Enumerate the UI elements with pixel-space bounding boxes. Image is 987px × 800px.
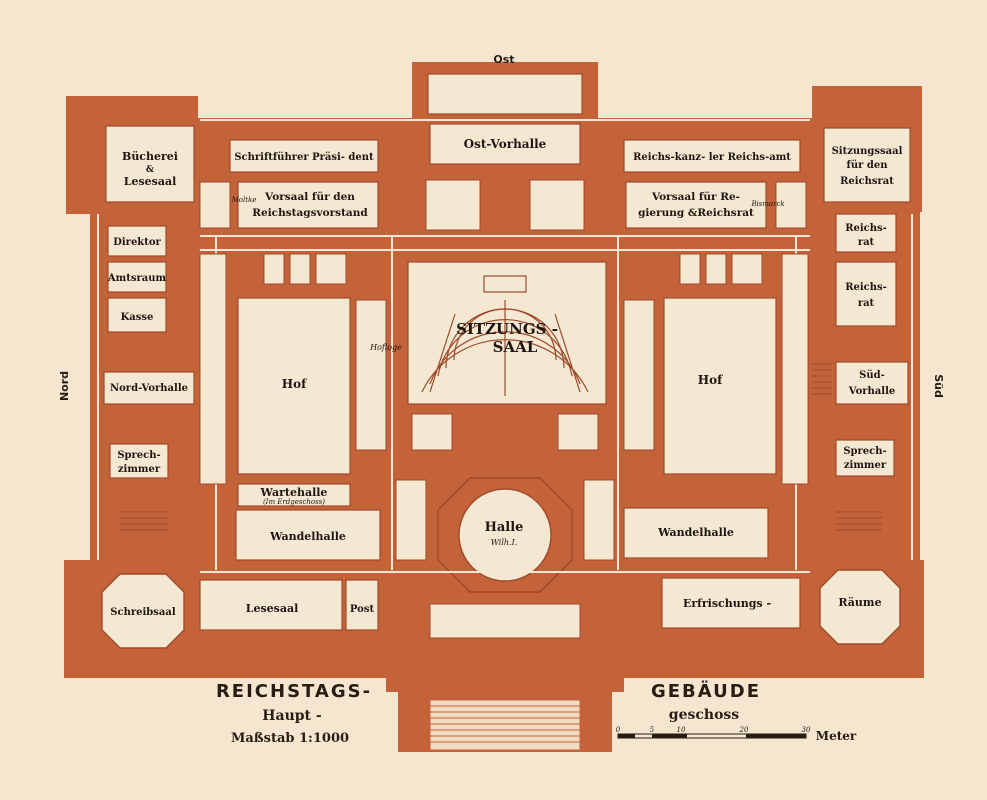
small-cells <box>199 179 809 639</box>
room-erfrischungs <box>661 577 801 629</box>
label-reichsrat-big-1: Reichs- <box>845 282 887 293</box>
scale-tick-5: 5 <box>650 726 655 734</box>
room-halle <box>458 488 552 582</box>
label-buecherei-3: Lesesaal <box>124 175 177 188</box>
octagons <box>101 477 901 649</box>
label-sitzungssaal-rr-1: Sitzungssaal <box>832 146 903 157</box>
scale-ratio: Maßstab 1:1000 <box>231 731 349 746</box>
west-steps <box>429 699 581 751</box>
room-wandelhalle-right <box>623 507 769 559</box>
label-schriftfuehrer: Schriftführer Präsi- dent <box>234 152 374 163</box>
label-moltke: Moltke <box>231 196 257 204</box>
label-reichskanzler: Reichs-kanz- ler Reichs-amt <box>633 152 791 163</box>
label-buecherei-1: Bücherei <box>122 150 178 163</box>
room-sued-vorhalle <box>835 361 909 405</box>
room-labels: Bücherei & Lesesaal Schriftführer Präsi-… <box>107 137 903 618</box>
label-halle-2: Wilh.I. <box>491 538 518 547</box>
scale-tick-0: 0 <box>616 726 621 734</box>
room-raeume <box>819 569 901 645</box>
label-sitzungssaal-rr-2: für den <box>847 160 889 171</box>
subtitle-right: geschoss <box>669 707 740 723</box>
label-nord-vorhalle: Nord-Vorhalle <box>110 383 188 394</box>
label-reichsrat-big-2: rat <box>858 298 875 309</box>
label-east: Ost <box>493 53 514 66</box>
room-schriftfuehrer <box>229 139 379 173</box>
label-post: Post <box>350 604 375 615</box>
label-reichsrat-small-2: rat <box>858 237 875 248</box>
room-direktor <box>107 225 167 257</box>
label-buecherei-2: & <box>146 165 154 175</box>
scale-tick-20: 20 <box>739 726 749 734</box>
label-hof-left: Hof <box>282 377 307 391</box>
label-sprech-right-1: Sprech- <box>843 446 886 457</box>
room-wartehalle <box>237 483 351 507</box>
room-ost-vorhalle <box>429 123 581 165</box>
room-buecherei <box>105 125 195 203</box>
title-left: REICHSTAGS- <box>216 681 372 702</box>
room-reichsrat-big <box>835 261 897 327</box>
label-schreibsaal: Schreibsaal <box>110 607 176 618</box>
label-vorsaal-right-1: Vorsaal für Re- <box>651 191 740 203</box>
label-hof-right: Hof <box>698 373 723 387</box>
label-north: Nord <box>58 371 71 401</box>
scale-bar: 0 5 10 20 30 Meter <box>616 726 857 743</box>
label-raeume: Räume <box>838 596 881 609</box>
room-nord-vorhalle <box>103 371 195 405</box>
room-lesesaal <box>199 579 343 631</box>
plenary-seating <box>421 275 589 396</box>
label-kasse: Kasse <box>121 312 154 323</box>
label-direktor: Direktor <box>113 237 161 248</box>
label-sitzungssaal-rr-3: Reichsrat <box>840 176 894 187</box>
room-schreibsaal <box>101 573 185 649</box>
room-reichsrat-small <box>835 213 897 253</box>
label-sitzungs-saal-2: SAAL <box>493 338 538 356</box>
court-right <box>663 297 777 475</box>
label-vorsaal-right-2: gierung &Reichsrat <box>638 207 754 219</box>
room-reichskanzler <box>623 139 801 173</box>
rooms <box>103 73 911 631</box>
label-sued-vorhalle-2: Vorhalle <box>848 386 896 397</box>
room-plenary <box>407 261 607 405</box>
label-reichsrat-small-1: Reichs- <box>845 223 887 234</box>
label-bismarck: Bismarck <box>750 200 784 208</box>
label-ost-vorhalle: Ost-Vorhalle <box>464 137 547 151</box>
title-right: GEBÄUDE <box>651 680 761 702</box>
room-vorsaal-right <box>625 181 767 229</box>
room-sprechzimmer-right <box>835 439 895 477</box>
label-wandelhalle-left: Wandelhalle <box>269 530 346 543</box>
label-south: Süd <box>932 374 945 398</box>
label-erfrischungs: Erfrischungs - <box>683 597 771 610</box>
room-sprechzimmer-left <box>109 443 169 479</box>
court-left <box>237 297 351 475</box>
label-sitzungs-saal-1: SITZUNGS - <box>456 320 558 338</box>
room-wandelhalle-left <box>235 509 381 561</box>
label-sprech-left-2: zimmer <box>118 464 161 475</box>
label-wartehalle-2: (Im Erdgeschoss) <box>263 498 325 506</box>
room-sitzungssaal-reichsrat <box>823 127 911 203</box>
room-amtsraum <box>107 261 167 293</box>
label-halle-1: Halle <box>485 520 524 535</box>
label-sued-vorhalle-1: Süd- <box>859 370 885 381</box>
label-vorsaal-left-1: Vorsaal für den <box>264 191 355 203</box>
subtitle-left: Haupt - <box>262 708 322 724</box>
label-wandelhalle-right: Wandelhalle <box>657 526 734 539</box>
room-post <box>345 579 379 631</box>
scale-unit: Meter <box>816 729 857 743</box>
room-vorsaal-left <box>237 181 379 229</box>
label-lesesaal: Lesesaal <box>246 602 299 615</box>
label-sprech-left-1: Sprech- <box>117 450 160 461</box>
scale-tick-10: 10 <box>677 726 686 734</box>
label-sprech-right-2: zimmer <box>844 460 887 471</box>
label-amtsraum: Amtsraum <box>107 273 167 284</box>
label-wartehalle-1: Wartehalle <box>260 486 328 499</box>
west-portico <box>386 640 624 692</box>
room-kasse <box>107 297 167 333</box>
stair-hatch <box>120 363 882 531</box>
scale-tick-30: 30 <box>802 726 811 734</box>
label-vorsaal-left-2: Reichstagsvorstand <box>252 207 368 219</box>
label-hofloge: Hofloge <box>369 343 402 352</box>
